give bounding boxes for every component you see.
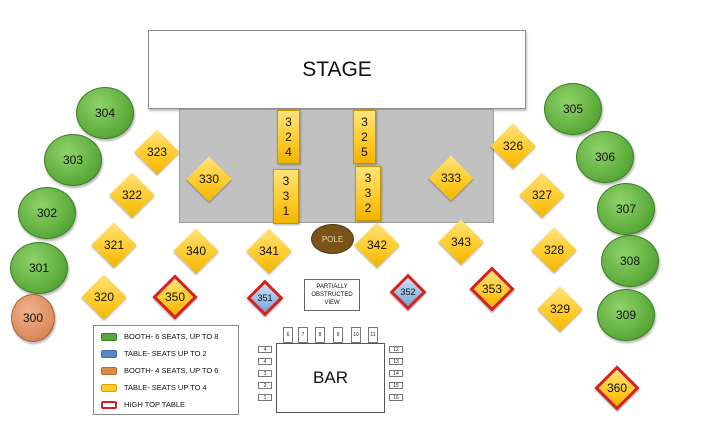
table-digit: 2: [361, 129, 368, 144]
table-324[interactable]: 3 2 4: [277, 110, 300, 164]
red-outline-swatch-icon: [101, 400, 117, 409]
legend-item-table4: TABLE- SEATS UP TO 4: [101, 383, 207, 392]
table-digit: 3: [282, 174, 290, 188]
booth-label: 308: [619, 254, 641, 268]
booth-label: 303: [62, 153, 84, 167]
pole-label: POLE: [321, 234, 344, 244]
table-330[interactable]: 330: [198, 172, 220, 186]
pole: POLE: [311, 224, 354, 254]
table-331[interactable]: 3 3 1: [273, 169, 299, 224]
table-342[interactable]: 342: [366, 238, 388, 252]
legend-label: HIGH TOP TABLE: [124, 400, 185, 409]
table-digit: 3: [282, 189, 290, 203]
table-digit: 1: [282, 204, 290, 218]
table-digit: 3: [364, 171, 372, 185]
table-343[interactable]: 343: [450, 235, 472, 249]
bar-stool-left[interactable]: 1: [258, 394, 272, 401]
obstructed-line: VIEW: [324, 300, 340, 306]
booth-label: 301: [28, 261, 50, 275]
table-326[interactable]: 326: [502, 139, 524, 153]
booth-307[interactable]: 307: [597, 183, 655, 235]
table-351[interactable]: 351: [257, 293, 273, 303]
bar-stool-15[interactable]: 15: [389, 382, 403, 389]
booth-300[interactable]: 300: [11, 294, 55, 342]
legend-label: TABLE- SEATS UP TO 4: [124, 383, 207, 392]
legend-item-hightop: HIGH TOP TABLE: [101, 400, 185, 409]
bar-stool-16[interactable]: 16: [389, 394, 403, 401]
hightop-table-350[interactable]: 350: [164, 290, 186, 304]
table-325[interactable]: 3 2 5: [353, 110, 376, 164]
bar-stool-13[interactable]: 13: [389, 358, 403, 365]
bar-stool-11[interactable]: 11: [368, 327, 378, 343]
bar-stool-7[interactable]: 7: [298, 327, 308, 343]
table-digit: 4: [285, 144, 292, 159]
table-digit: 3: [285, 114, 292, 129]
table-332[interactable]: 3 3 2: [355, 166, 381, 221]
table-328[interactable]: 328: [543, 243, 565, 257]
legend: BOOTH- 6 SEATS, UP TO 8 TABLE- SEATS UP …: [93, 325, 239, 415]
legend-item-booth6: BOOTH- 6 SEATS, UP TO 8: [101, 332, 218, 341]
legend-label: BOOTH- 6 SEATS, UP TO 8: [124, 332, 219, 341]
booth-label: 309: [615, 308, 637, 322]
table-digit: 3: [361, 114, 368, 129]
table-352[interactable]: 352: [400, 287, 416, 297]
yellow-swatch-icon: [101, 383, 117, 392]
stage: STAGE: [148, 30, 526, 109]
table-341[interactable]: 341: [258, 244, 280, 258]
blue-swatch-icon: [101, 349, 117, 358]
stage-label: STAGE: [302, 57, 372, 81]
booth-label: 307: [615, 202, 637, 216]
table-digit: 2: [285, 129, 292, 144]
bar-stool-left[interactable]: 4: [258, 358, 272, 365]
booth-308[interactable]: 308: [601, 235, 659, 287]
booth-306[interactable]: 306: [576, 131, 634, 183]
booth-label: 300: [22, 311, 44, 325]
booth-302[interactable]: 302: [18, 187, 76, 239]
orange-swatch-icon: [101, 366, 117, 375]
bar-stool-left[interactable]: 3: [258, 370, 272, 377]
obstructed-line: PARTIALLY: [316, 284, 348, 290]
green-swatch-icon: [101, 332, 117, 341]
legend-item-table2: TABLE- SEATS UP TO 2: [101, 349, 207, 358]
hightop-table-360[interactable]: 360: [606, 381, 628, 395]
booth-label: 304: [94, 106, 116, 120]
table-323[interactable]: 323: [146, 145, 168, 159]
legend-label: BOOTH- 4 SEATS, UP TO 6: [124, 366, 219, 375]
booth-301[interactable]: 301: [10, 242, 68, 294]
table-321[interactable]: 321: [103, 238, 125, 252]
bar-stool-9[interactable]: 9: [333, 327, 343, 343]
legend-item-booth4: BOOTH- 4 SEATS, UP TO 6: [101, 366, 218, 375]
bar-stool-left[interactable]: 4: [258, 346, 272, 353]
bar-stool-8[interactable]: 8: [315, 327, 325, 343]
table-333[interactable]: 333: [440, 171, 462, 185]
booth-label: 302: [36, 206, 58, 220]
booth-label: 305: [562, 102, 584, 116]
table-digit: 2: [364, 201, 372, 215]
obstructed-line: OBSTRUCTED: [311, 292, 353, 298]
booth-304[interactable]: 304: [76, 87, 134, 139]
table-327[interactable]: 327: [531, 188, 553, 202]
bar-stool-left[interactable]: 2: [258, 382, 272, 389]
bar-stool-10[interactable]: 10: [351, 327, 361, 343]
bar: BAR: [276, 343, 385, 413]
table-322[interactable]: 322: [121, 188, 143, 202]
hightop-table-353[interactable]: 353: [481, 282, 503, 296]
legend-label: TABLE- SEATS UP TO 2: [124, 349, 207, 358]
obstructed-view-note: PARTIALLY OBSTRUCTED VIEW: [304, 279, 360, 311]
table-digit: 3: [364, 186, 372, 200]
bar-stool-12[interactable]: 12: [389, 346, 403, 353]
bar-stool-14[interactable]: 14: [389, 370, 403, 377]
bar-stool-6[interactable]: 6: [283, 327, 293, 343]
booth-303[interactable]: 303: [44, 134, 102, 186]
bar-label: BAR: [313, 368, 348, 387]
table-digit: 5: [361, 144, 368, 159]
booth-309[interactable]: 309: [597, 289, 655, 341]
booth-label: 306: [594, 150, 616, 164]
booth-305[interactable]: 305: [544, 83, 602, 135]
table-329[interactable]: 329: [549, 302, 571, 316]
table-340[interactable]: 340: [185, 244, 207, 258]
table-320[interactable]: 320: [93, 290, 115, 304]
